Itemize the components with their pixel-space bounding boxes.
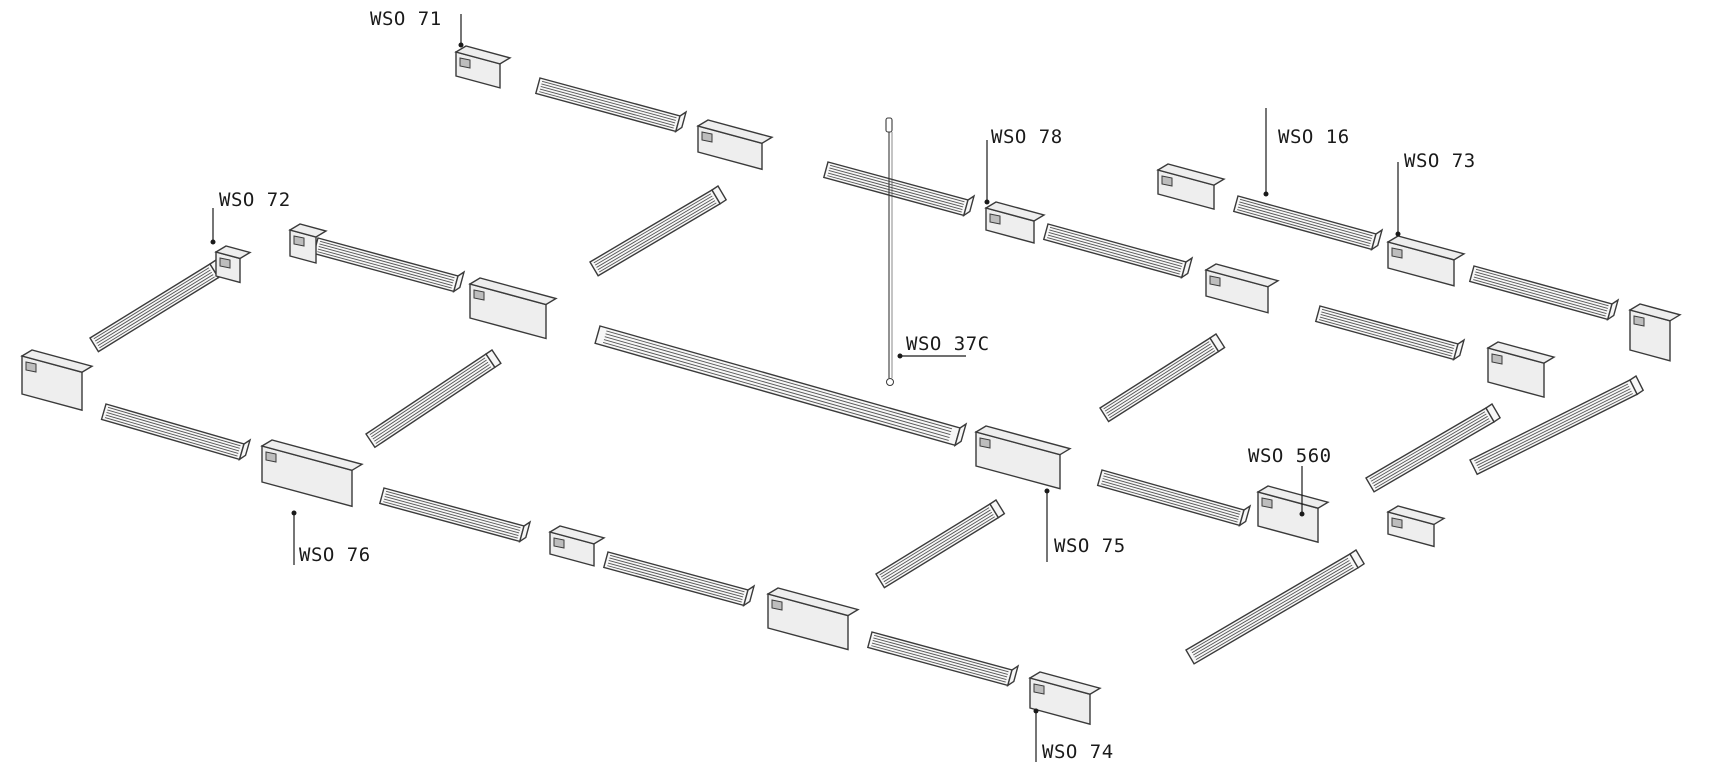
track-segment — [312, 237, 466, 294]
connector-block — [1386, 235, 1466, 287]
callout-wso-74: WSO 74 — [1033, 708, 1114, 763]
track-segment — [100, 403, 252, 462]
callout-wso-73: WSO 73 — [1395, 150, 1476, 237]
track-segment — [1365, 403, 1501, 493]
track-segment — [1469, 374, 1645, 476]
track-segment — [1314, 305, 1466, 362]
callout-wso-78: WSO 78 — [984, 126, 1063, 205]
track-segment — [1232, 195, 1384, 252]
label-wso-78: WSO 78 — [991, 126, 1063, 148]
connector-block — [260, 439, 364, 508]
connector-block — [696, 119, 774, 171]
track-segment — [1099, 333, 1226, 423]
track-segment — [822, 161, 976, 218]
connector-block — [1156, 163, 1226, 211]
connector-block — [974, 425, 1072, 490]
connector-block — [1204, 263, 1280, 314]
callout-wso-16: WSO 16 — [1263, 108, 1350, 197]
callout-wso-37c: WSO 37C — [897, 333, 990, 359]
connector-block — [1256, 485, 1330, 544]
connector-block — [548, 525, 606, 567]
track-segment — [89, 259, 226, 353]
callout-wso-71: WSO 71 — [370, 8, 464, 48]
label-wso-75: WSO 75 — [1054, 535, 1126, 557]
track-segment — [1468, 265, 1620, 322]
connector-block — [454, 45, 512, 89]
label-wso-71: WSO 71 — [370, 8, 442, 30]
connector-block — [288, 223, 328, 264]
label-wso-73: WSO 73 — [1404, 150, 1476, 172]
track-segment — [1185, 549, 1366, 665]
label-wso-72: WSO 72 — [219, 189, 291, 211]
track-segments — [89, 77, 1645, 688]
connector-block — [984, 201, 1046, 244]
track-segment — [589, 185, 728, 277]
suspension-rod — [885, 117, 894, 386]
connector-block — [1628, 303, 1682, 362]
track-segment — [378, 487, 532, 544]
label-wso-560: WSO 560 — [1248, 445, 1332, 467]
connector-block — [1486, 341, 1556, 399]
callout-wso-75: WSO 75 — [1044, 488, 1126, 562]
connector-block — [468, 277, 558, 340]
track-segment — [534, 77, 688, 134]
label-wso-74: WSO 74 — [1042, 741, 1114, 763]
track-segment — [365, 349, 502, 449]
track-segment — [602, 551, 756, 608]
label-wso-76: WSO 76 — [299, 544, 371, 566]
callout-wso-76: WSO 76 — [291, 510, 371, 566]
track-segment — [1096, 469, 1252, 528]
connector-block — [766, 587, 860, 651]
connector-block — [214, 245, 252, 284]
connector-block — [1028, 671, 1102, 726]
label-wso-16: WSO 16 — [1278, 126, 1350, 148]
track-segment — [866, 631, 1020, 688]
track-segment — [875, 499, 1006, 589]
callout-wso-72: WSO 72 — [210, 189, 291, 245]
label-wso-37c: WSO 37C — [906, 333, 990, 355]
connector-block — [1386, 505, 1446, 548]
track-segment — [594, 325, 968, 447]
track-segment — [1042, 223, 1194, 280]
connector-block — [20, 349, 94, 412]
connectors — [20, 45, 1682, 726]
callout-wso-560: WSO 560 — [1248, 445, 1332, 517]
